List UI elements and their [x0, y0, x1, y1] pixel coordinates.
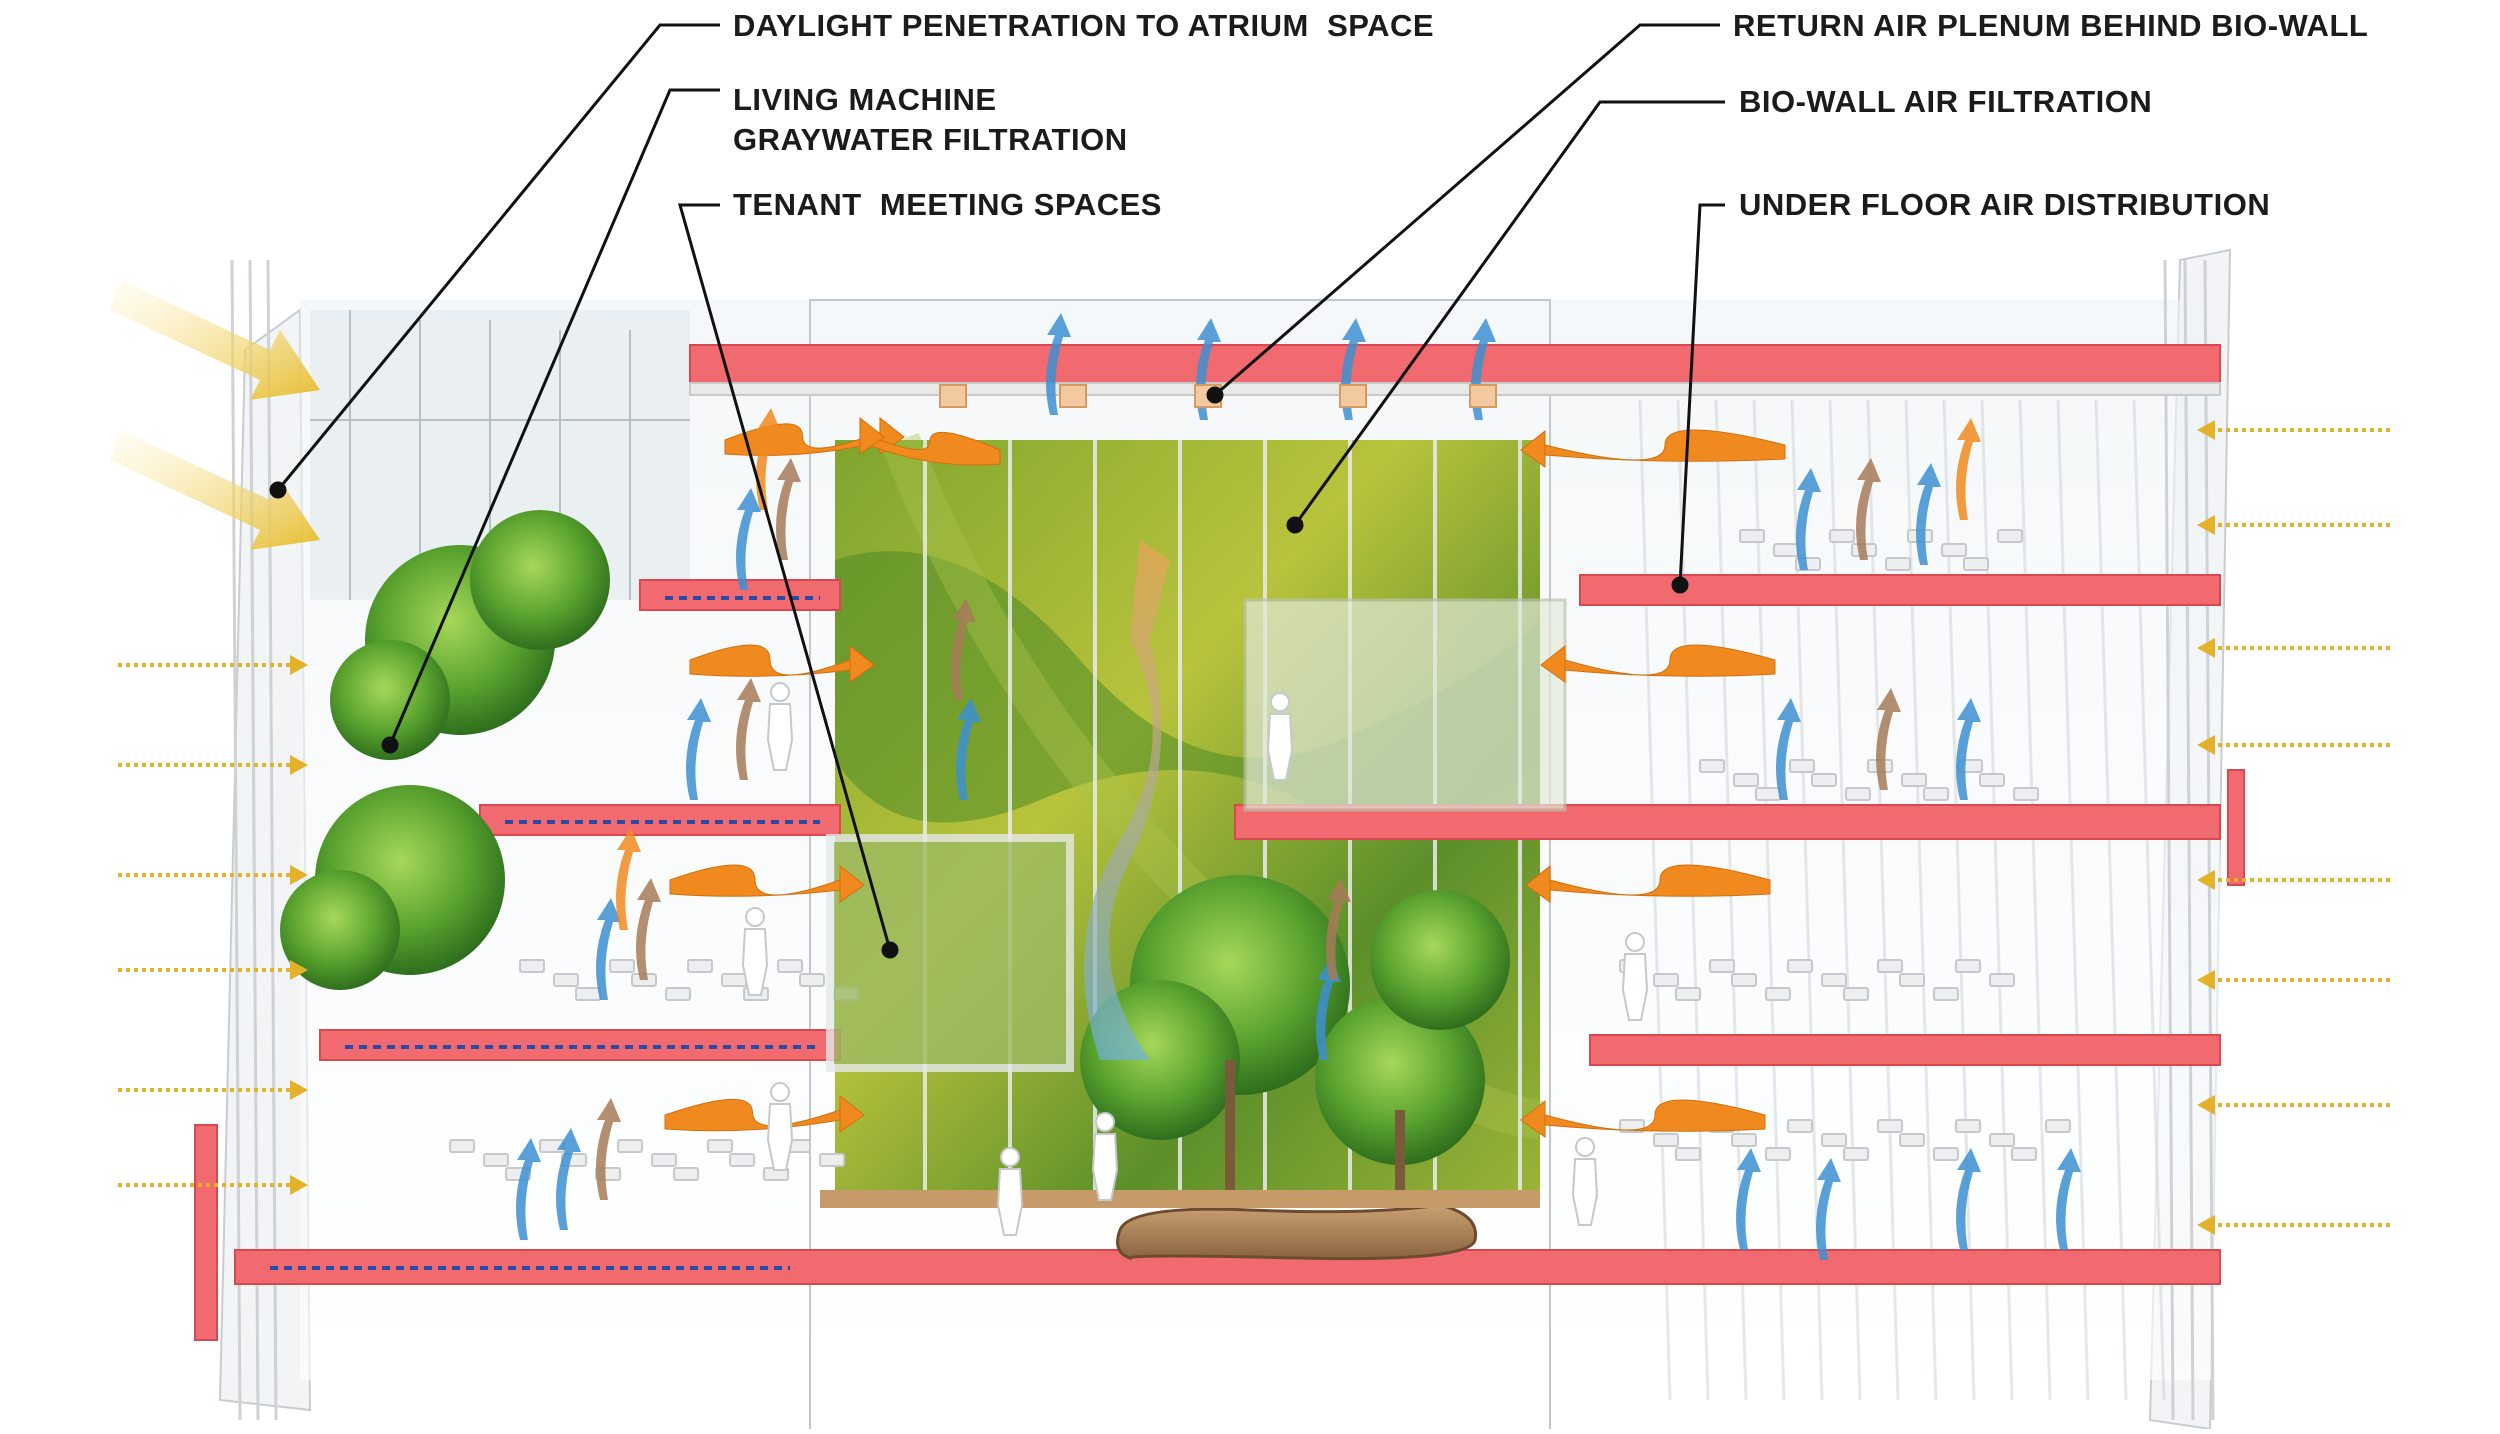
cool-air-arrow-icon: [1956, 1148, 1981, 1250]
person-silhouette-icon: [766, 1082, 794, 1171]
person-silhouette-icon: [1571, 1137, 1599, 1226]
fresh-air-arrow-icon: [2197, 1095, 2390, 1115]
cool-air-arrow-icon: [1956, 698, 1981, 800]
cool-air-arrow-icon: [1046, 313, 1071, 415]
cool-air-arrow-icon: [756, 408, 781, 510]
people: [741, 682, 1649, 1236]
cool-air-arrow-icon: [556, 1128, 581, 1230]
callout-tenant-meeting: TENANT MEETING SPACES: [733, 187, 1162, 222]
cool-air-arrow-icon: [736, 488, 761, 590]
leader-daylight: [276, 23, 720, 491]
leader-underfloor: [1678, 203, 1725, 586]
fresh-air-arrow-icon: [2197, 1215, 2390, 1235]
person-silhouette-icon: [1091, 1112, 1119, 1201]
cool-air-arrow-icon: [1776, 698, 1801, 800]
fresh-air-arrow-icon: [2197, 870, 2390, 890]
fresh-air-arrow-icon: [118, 655, 308, 675]
fresh-air-arrow-icon: [2197, 970, 2390, 990]
callout-underfloor: UNDER FLOOR AIR DISTRIBUTION: [1739, 187, 2271, 222]
supply-air-arrow-icon: [669, 864, 865, 903]
fresh-air-arrow-icon: [2197, 515, 2390, 535]
cool-air-arrow-icon: [2056, 1148, 2081, 1250]
cool-air-arrow-icon: [951, 598, 976, 700]
cool-air-arrow-icon: [516, 1138, 541, 1240]
cool-air-arrow-icon: [1736, 1148, 1761, 1250]
fresh-air-arrow-icon: [118, 1175, 308, 1195]
fresh-air-arrow-icon: [2197, 420, 2390, 440]
sun-arrow-icon: [110, 280, 320, 400]
fresh-air-arrow-icon: [118, 865, 308, 885]
cool-air-arrow-icon: [776, 458, 801, 560]
callout-daylight: DAYLIGHT PENETRATION TO ATRIUM SPACE: [733, 8, 1435, 43]
rising-air-arrows: [516, 313, 2081, 1260]
person-silhouette-icon: [1266, 692, 1294, 781]
cool-air-arrow-icon: [596, 1098, 621, 1200]
callout-biowall: BIO-WALL AIR FILTRATION: [1739, 84, 2153, 119]
cool-air-arrow-icon: [1856, 458, 1881, 560]
cool-air-arrow-icon: [736, 678, 761, 780]
leader-return-air: [1214, 23, 1720, 397]
supply-air-arrow-icon: [1520, 429, 1786, 468]
supply-air-arrows: [664, 416, 1786, 1138]
atrium-airflow-ribbon: [1084, 540, 1170, 1060]
cool-air-arrow-icon: [616, 828, 641, 930]
supply-air-arrow-icon: [1520, 1099, 1766, 1138]
trees: [280, 510, 1540, 1261]
person-silhouette-icon: [1621, 932, 1649, 1021]
leader-lines: [269, 23, 1725, 959]
cool-air-arrow-icon: [1876, 688, 1901, 790]
cool-air-arrow-icon: [636, 878, 661, 980]
supply-air-arrow-icon: [664, 1094, 865, 1133]
cool-air-arrow-icon: [1326, 878, 1351, 980]
fresh-air-arrow-icon: [118, 1080, 308, 1100]
cool-air-arrow-icon: [686, 698, 711, 800]
cool-air-arrow-icon: [956, 698, 981, 800]
supply-air-arrow-icon: [859, 416, 1001, 466]
cool-air-arrow-icon: [1816, 1158, 1841, 1260]
person-silhouette-icon: [766, 682, 794, 771]
cool-air-arrow-icon: [596, 898, 621, 1000]
supply-air-arrow-icon: [1540, 644, 1776, 683]
cool-air-arrow-icon: [1956, 418, 1981, 520]
supply-air-arrow-icon: [1525, 864, 1771, 903]
fresh-air-arrow-icon: [118, 960, 308, 980]
underfloor-plenum: [270, 596, 820, 1270]
leader-biowall: [1293, 100, 1725, 526]
fresh-air-arrows: [118, 420, 2390, 1235]
atrium-glass: [310, 310, 690, 600]
person-silhouette-icon: [996, 1147, 1024, 1236]
cool-air-arrow-icon: [1316, 958, 1341, 1060]
fresh-air-arrow-icon: [2197, 735, 2390, 755]
cool-air-arrow-icon: [1796, 468, 1821, 570]
leader-tenant-meeting: [678, 203, 892, 951]
leader-living-machine: [388, 88, 720, 746]
callout-living-machine: LIVING MACHINE GRAYWATER FILTRATION: [733, 82, 1128, 157]
person-silhouette-icon: [741, 907, 769, 996]
sun-arrows: [110, 280, 320, 550]
fresh-air-arrow-icon: [2197, 638, 2390, 658]
callout-return-air: RETURN AIR PLENUM BEHIND BIO-WALL: [1733, 8, 2369, 43]
fresh-air-arrow-icon: [118, 755, 308, 775]
supply-air-arrow-icon: [689, 644, 875, 683]
cool-air-arrow-icon: [1916, 463, 1941, 565]
